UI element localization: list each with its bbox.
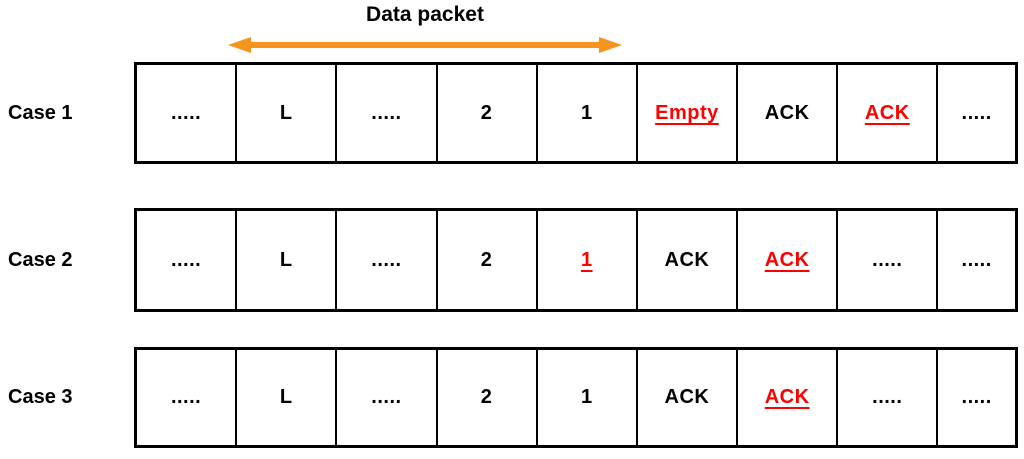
slot-text: 2 [480, 101, 493, 124]
slot-table: ..... L..... 2 1 Empty ACK ACK..... [134, 62, 1018, 164]
slot-cell: 1 [535, 211, 636, 309]
slot-cell: 2 [435, 350, 536, 445]
case-row: Case 2..... L..... 2 1 ACK ACK.......... [0, 208, 1018, 312]
slot-table: ..... L..... 2 1 ACK ACK.......... [134, 347, 1018, 448]
slot-table: ..... L..... 2 1 ACK ACK.......... [134, 208, 1018, 312]
case-row: Case 1..... L..... 2 1 Empty ACK ACK..... [0, 62, 1018, 164]
data-packet-arrow [228, 36, 622, 53]
slot-cell: ..... [335, 65, 435, 161]
data-packet-label: Data packet [366, 3, 484, 26]
slot-cell: 2 [435, 65, 536, 161]
slot-text: ..... [872, 386, 903, 408]
slot-text: ..... [371, 386, 402, 408]
slot-text: ..... [961, 386, 992, 408]
slot-text: ..... [170, 101, 202, 124]
slot-text: ACK [664, 248, 710, 271]
slot-cell: ..... [836, 350, 936, 445]
slot-cell: ..... [936, 350, 1015, 445]
case-label: Case 1 [8, 101, 73, 124]
slot-text: 2 [480, 386, 493, 408]
slot-cell: ACK [635, 350, 736, 445]
slot-cell: ..... [137, 65, 235, 161]
slot-text: 1 [580, 386, 593, 408]
slot-cell: L [235, 211, 335, 309]
slot-text: 1 [580, 248, 593, 271]
slot-text: L [279, 386, 293, 408]
slot-text: L [279, 101, 293, 124]
slot-cell: ..... [936, 65, 1015, 161]
slot-cell: ..... [335, 350, 435, 445]
slot-text: ACK [764, 248, 810, 271]
slot-cell: ACK [736, 211, 836, 309]
slot-cell: ..... [836, 211, 936, 309]
slot-text: ..... [170, 248, 202, 271]
slot-text: ..... [170, 386, 202, 408]
slot-text: ACK [764, 386, 810, 408]
slot-cell: 2 [435, 211, 536, 309]
arrow-shaft [251, 41, 599, 48]
slot-cell: L [235, 350, 335, 445]
slot-cell: ACK [736, 65, 836, 161]
slot-cell: ACK [736, 350, 836, 445]
slot-cell: L [235, 65, 335, 161]
slot-text: ..... [961, 101, 992, 124]
slot-text: 2 [480, 248, 493, 271]
slot-text: ..... [371, 248, 402, 271]
case-row: Case 3..... L..... 2 1 ACK ACK.......... [0, 347, 1018, 448]
slot-text: ACK [664, 386, 710, 408]
slot-text: ..... [872, 248, 903, 271]
slot-cell: ..... [137, 211, 235, 309]
slot-text: ..... [961, 248, 992, 271]
slot-text: ..... [371, 101, 402, 124]
slot-cell: ..... [335, 211, 435, 309]
slot-cell: ..... [137, 350, 235, 445]
slot-cell: 1 [535, 65, 636, 161]
arrow-head-left-icon [228, 36, 251, 53]
slot-text: ACK [864, 101, 910, 124]
slot-cell: 1 [535, 350, 636, 445]
slot-cell: Empty [635, 65, 736, 161]
slot-cell: ..... [936, 211, 1015, 309]
slot-text: ACK [764, 101, 810, 124]
slot-text: 1 [580, 101, 593, 124]
arrow-head-right-icon [599, 36, 622, 53]
slot-cell: ACK [836, 65, 936, 161]
slot-text: Empty [655, 101, 719, 124]
case-label: Case 3 [8, 386, 73, 408]
slot-text: L [279, 248, 293, 271]
case-label: Case 2 [8, 248, 73, 271]
slot-cell: ACK [635, 211, 736, 309]
